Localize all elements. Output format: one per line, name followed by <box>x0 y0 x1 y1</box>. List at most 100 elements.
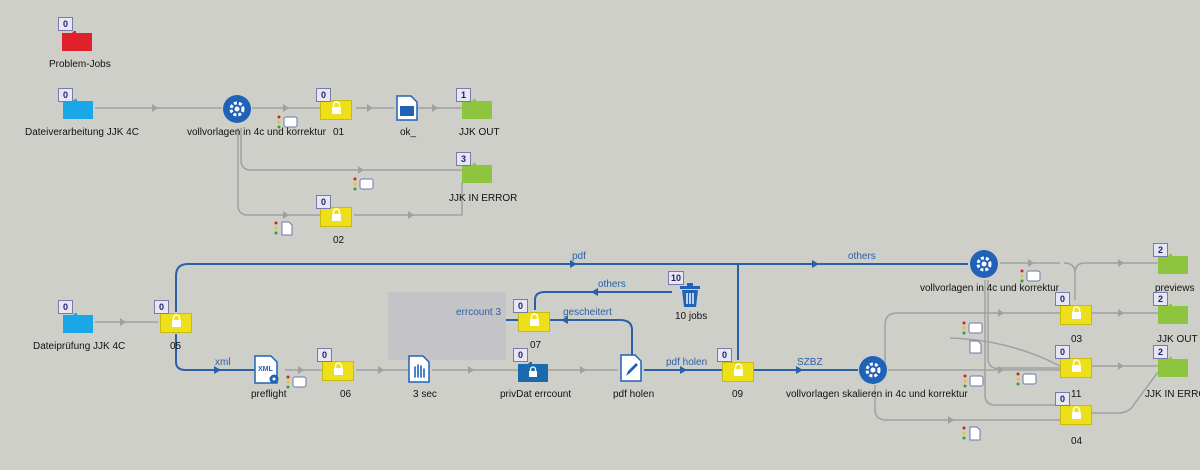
privdat-label: privDat errcount <box>500 389 572 400</box>
conn-gear-to-jjkerror[interactable] <box>240 128 462 171</box>
document-status-icon <box>968 340 984 359</box>
wire-label-errcount3: errcount 3 <box>456 307 502 318</box>
queue-04-count-badge: 0 <box>1055 392 1070 406</box>
dateiverarbeitung-count-badge: 0 <box>58 88 73 102</box>
printer-status-icon <box>277 114 299 135</box>
queue-02-count-badge: 0 <box>316 195 331 209</box>
preflight-xml-icon[interactable]: XML <box>254 355 282 390</box>
queue-09-box[interactable] <box>722 362 754 382</box>
queue-03-box[interactable] <box>1060 305 1092 325</box>
jjk-in-error-top-label: JJK IN ERROR <box>449 193 518 204</box>
queue-06-label: 06 <box>340 389 352 400</box>
problem-jobs-label: Problem-Jobs <box>49 59 111 70</box>
queue-04-label: 04 <box>1071 436 1083 447</box>
jjk-out-right-count-badge: 2 <box>1153 292 1168 306</box>
printer-status-icon <box>353 176 375 197</box>
ok-document-icon[interactable] <box>396 95 418 126</box>
conn-pdfholen-gescheitert[interactable] <box>550 319 633 356</box>
problem-jobs-folder-icon[interactable] <box>62 31 92 56</box>
selection-highlight <box>388 292 506 360</box>
jjk-in-error-right-folder-icon[interactable] <box>1158 357 1188 382</box>
jjk-in-error-right-count-badge: 2 <box>1153 345 1168 359</box>
queue-01-box[interactable] <box>320 100 352 120</box>
queue-11-label: 11 <box>1071 389 1082 400</box>
queue-02-box[interactable] <box>320 207 352 227</box>
queue-05-box[interactable] <box>160 313 192 333</box>
conn-gear-right-to-04[interactable] <box>984 280 1060 406</box>
jjk-out-right-label: JJK OUT <box>1157 334 1198 345</box>
trash-count-badge: 10 <box>668 271 684 285</box>
privdat-count-badge: 0 <box>513 348 528 362</box>
vollvorlagen-top-label: vollvorlagen in 4c und korrektur <box>187 127 326 138</box>
printer-status-icon <box>963 373 985 394</box>
hold-3sec-label: 3 sec <box>413 389 437 400</box>
dateiverarbeitung-folder-icon[interactable] <box>63 99 93 124</box>
queue-06-box[interactable] <box>322 361 354 381</box>
wire-label-pdf: pdf <box>572 251 586 262</box>
privdat-folder-icon[interactable] <box>518 362 548 387</box>
dateiverarbeitung-label: Dateiverarbeitung JJK 4C <box>25 127 139 138</box>
queue-09-label: 09 <box>732 389 744 400</box>
queue-11-count-badge: 0 <box>1055 345 1070 359</box>
vollvorlagen-top-gear-icon[interactable] <box>222 94 252 129</box>
jjk-in-error-top-folder-icon[interactable] <box>462 163 492 188</box>
gray-arrows <box>120 104 1124 424</box>
jjk-out-top-folder-icon[interactable] <box>462 99 492 124</box>
queue-05-label: 05 <box>170 341 182 352</box>
queue-07-box[interactable] <box>518 312 550 332</box>
vollvorlagen-skal-gear-icon[interactable] <box>858 355 888 390</box>
pdf-holen-pen-icon[interactable] <box>620 354 644 387</box>
problem-jobs-count-badge: 0 <box>58 17 73 31</box>
conn-gear-to-02[interactable] <box>237 128 320 216</box>
wire-label-gescheitert: gescheitert <box>563 307 612 318</box>
jjk-in-error-top-count-badge: 3 <box>456 152 471 166</box>
wire-label-szbz: SZBZ <box>797 357 823 368</box>
wire-label-pdf-holen: pdf holen <box>666 357 708 368</box>
jjk-out-top-label: JJK OUT <box>459 127 500 138</box>
trash-jobs-label: 10 jobs <box>675 311 708 322</box>
dateipruefung-folder-icon[interactable] <box>63 313 93 338</box>
conn-skal-to-03[interactable] <box>884 312 1060 370</box>
wire-label-others-top: others <box>848 251 876 262</box>
conn-to-previews[interactable] <box>1074 262 1158 274</box>
queue-11-box[interactable] <box>1060 358 1092 378</box>
jjk-out-right-folder-icon[interactable] <box>1158 304 1188 329</box>
document-status-icon <box>962 425 982 446</box>
queue-04-box[interactable] <box>1060 405 1092 425</box>
queue-01-count-badge: 0 <box>316 88 331 102</box>
previews-count-badge: 2 <box>1153 243 1168 257</box>
queue-06-count-badge: 0 <box>317 348 332 362</box>
jjk-in-error-right-label: JJK IN ERRO <box>1145 389 1200 400</box>
vollvorlagen-skal-label: vollvorlagen skalieren in 4c und korrekt… <box>786 389 968 400</box>
ok-label: ok_ <box>400 127 417 138</box>
conn-05-xml[interactable] <box>175 334 254 371</box>
queue-09-count-badge: 0 <box>717 348 732 362</box>
previews-label: previews <box>1155 283 1195 294</box>
conn-02-to-jjkerror[interactable] <box>354 182 463 216</box>
printer-status-icon <box>1020 268 1042 289</box>
previews-folder-icon[interactable] <box>1158 254 1188 279</box>
queue-02-label: 02 <box>333 235 345 246</box>
conn-04-to-jjkerror[interactable] <box>1092 371 1159 414</box>
hold-hand-icon[interactable] <box>408 355 432 388</box>
conn-05-pdf[interactable] <box>175 263 740 312</box>
document-status-icon <box>274 220 294 241</box>
trash-icon[interactable] <box>678 282 702 313</box>
dateipruefung-label: Dateiprüfung JJK 4C <box>33 341 126 352</box>
queue-07-label: 07 <box>530 340 542 351</box>
vollvorlagen-right-gear-icon[interactable] <box>969 249 999 284</box>
conn-cross-to-11[interactable] <box>949 337 1061 367</box>
printer-status-icon <box>1016 371 1038 392</box>
preflight-label: preflight <box>251 389 287 400</box>
queue-03-count-badge: 0 <box>1055 292 1070 306</box>
conn-skal-to-04[interactable] <box>874 385 1060 421</box>
dateipruefung-count-badge: 0 <box>58 300 73 314</box>
conn-07-others[interactable] <box>534 291 672 310</box>
queue-07-count-badge: 0 <box>513 299 528 313</box>
jjk-out-top-count-badge: 1 <box>456 88 471 102</box>
svg-text:XML: XML <box>258 366 274 373</box>
printer-status-icon <box>286 374 308 395</box>
wire-label-xml: xml <box>215 357 231 368</box>
